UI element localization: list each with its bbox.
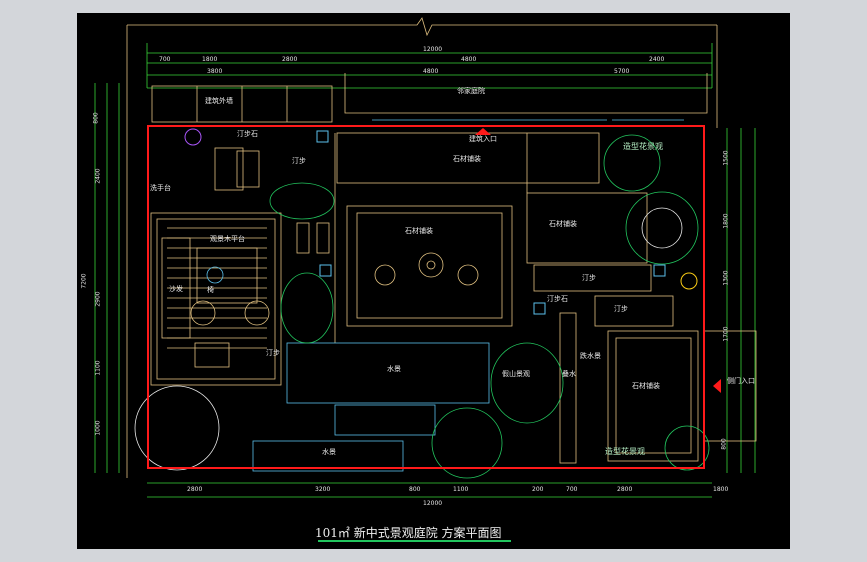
label-rockery: 假山景观 [502, 370, 530, 378]
dim-right-seg-2: 1800 [722, 213, 730, 229]
dim-top-row2-2: 4800 [423, 68, 439, 75]
dim-top-seg-3: 2800 [282, 56, 298, 63]
dim-left-seg-3: 2900 [94, 291, 102, 307]
dim-top-row2-3: 5700 [614, 68, 630, 75]
title-underline [318, 540, 511, 542]
label-stone-path-top: 汀步石 [237, 130, 258, 138]
dim-top-seg-2: 1800 [202, 56, 218, 63]
label-water-1: 水景 [387, 365, 401, 373]
dim-bottom-seg-2: 3200 [315, 486, 331, 493]
label-sofa: 沙发 [169, 285, 183, 293]
site-plan-drawing [94, 17, 757, 498]
dim-left-seg-1: 800 [92, 112, 100, 124]
dim-top-seg-5: 2400 [649, 56, 665, 63]
label-stone-path-mid: 汀步石 [547, 295, 568, 303]
label-bottom-right-paving: 石材铺装 [632, 382, 660, 390]
dim-right-seg-3: 1300 [722, 270, 730, 286]
dim-right-seg-5: 800 [720, 438, 728, 450]
label-neighbor-yard: 邻家庭院 [457, 87, 485, 95]
dim-top-seg-1: 700 [159, 56, 171, 63]
label-stepping-3: 汀步 [614, 305, 628, 313]
drawing-title: 101㎡ 新中式景观庭院 方案平面图 [315, 526, 502, 540]
label-stepping-4: 汀步 [266, 349, 280, 357]
dim-left-seg-4: 1100 [94, 360, 102, 376]
dim-left-outer: 7200 [80, 273, 88, 289]
seating-group [190, 252, 479, 326]
label-stepping-2: 汀步 [582, 274, 596, 282]
markers [184, 128, 721, 393]
label-water-feature: 叠水 [562, 370, 576, 378]
layout-lines [214, 132, 699, 464]
dim-bottom-total: 12000 [423, 500, 443, 507]
dim-bottom-seg-4: 1100 [453, 486, 469, 493]
label-neighbor-house: 建筑外墙 [205, 97, 233, 105]
label-wood-deck: 观景木平台 [210, 235, 245, 243]
dim-bottom-seg-5: 200 [532, 486, 544, 493]
dim-right-seg-1: 1500 [722, 150, 730, 166]
site-boundary [147, 125, 705, 469]
dim-left-seg-5: 1000 [94, 420, 102, 436]
label-right-paving: 石材铺装 [549, 220, 577, 228]
label-building-entrance: 建筑入口 [469, 135, 497, 143]
label-side-entrance: 侧门入口 [727, 377, 755, 385]
label-landscape-top-right: 造型花景观 [623, 142, 663, 151]
dim-bottom-seg-7: 2800 [617, 486, 633, 493]
label-center-paving: 石材铺装 [405, 227, 433, 235]
water-features [252, 342, 490, 472]
label-landscape-bottom-right: 造型花景观 [605, 447, 645, 456]
dimension-lines [94, 43, 756, 498]
dim-top-seg-4: 4800 [461, 56, 477, 63]
dim-bottom-seg-8: 1800 [713, 486, 729, 493]
dim-right-seg-4: 1700 [722, 326, 730, 342]
planting [134, 134, 710, 479]
label-paving-top: 石材铺装 [453, 155, 481, 163]
label-wash-area: 洗手台 [150, 184, 171, 192]
label-stepping-1: 汀步 [292, 157, 306, 165]
cad-drawing-canvas: 建筑外墙 邻家庭院 汀步石 建筑入口 石材铺装 造型花景观 洗手台 汀步 观景木… [77, 13, 790, 549]
wood-deck [150, 212, 282, 386]
label-cascade: 跌水景 [580, 352, 601, 360]
dim-top-row2-1: 3800 [207, 68, 223, 75]
dim-left-seg-2: 2400 [94, 168, 102, 184]
dim-bottom-seg-6: 700 [566, 486, 578, 493]
dim-bottom-seg-3: 800 [409, 486, 421, 493]
dim-bottom-seg-1: 2800 [187, 486, 203, 493]
label-water-2: 水景 [322, 448, 336, 456]
label-chair: 椅 [207, 286, 214, 294]
dim-top-total: 12000 [423, 46, 443, 53]
